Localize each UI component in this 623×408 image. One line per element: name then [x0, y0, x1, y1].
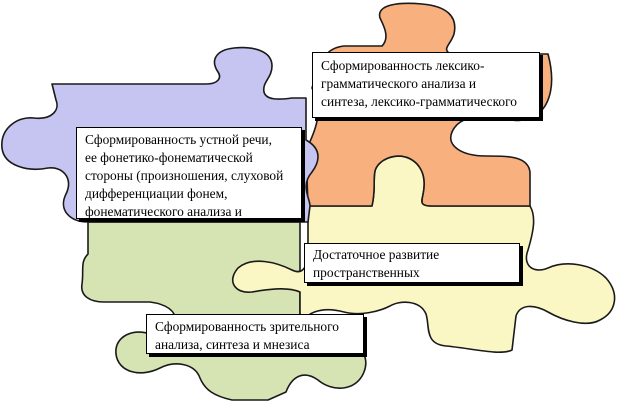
label-lexical-grammatical-analysis: Сформированность лексико- грамматическог…: [312, 52, 540, 118]
label-line: Достаточное развитие: [313, 247, 440, 262]
label-line: синтеза, лексико-грамматического: [321, 94, 517, 109]
label-line: ее фонетико-фонематической: [85, 150, 253, 165]
label-oral-speech-formation: Сформированность устной речи, ее фонетик…: [76, 127, 302, 219]
label-spatial-development: Достаточное развитие пространственных: [304, 243, 520, 283]
puzzle-piece-green: [80, 221, 367, 401]
label-line: грамматического анализа и: [321, 76, 477, 91]
label-line: стороны (произношения, слуховой: [85, 168, 284, 183]
label-line: Сформированность зрительного: [155, 319, 339, 334]
label-line: анализа, синтеза и мнезиса: [155, 337, 310, 352]
label-line: Сформированность устной речи,: [85, 132, 272, 147]
label-line: фонематического анализа и: [85, 204, 242, 219]
label-line: дифференциации фонем,: [85, 186, 228, 201]
label-line: Сформированность лексико-: [321, 58, 485, 73]
label-line: пространственных: [313, 265, 420, 280]
label-visual-analysis: Сформированность зрительного анализа, си…: [146, 314, 364, 354]
